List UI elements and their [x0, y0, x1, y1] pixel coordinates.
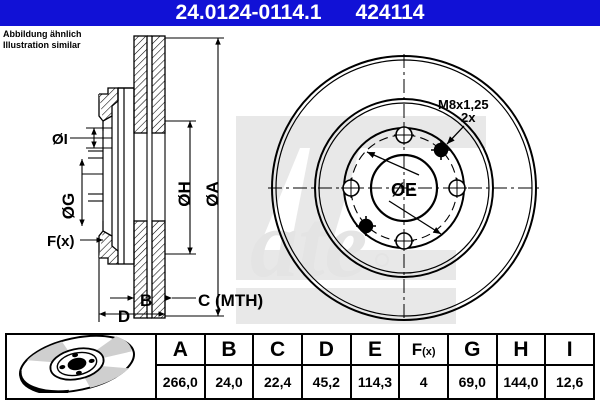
hub-hat-profile — [98, 87, 135, 265]
spec-table: A B C D E F(x) G H I 266,0 24,0 22,4 45,… — [5, 332, 595, 400]
dim-dia-e-label: ØE — [391, 180, 417, 200]
spec-value-G: 69,0 — [446, 364, 498, 400]
spec-header-B: B — [203, 332, 255, 367]
dim-d-label: D — [118, 307, 130, 326]
dim-f-x-label: F(x) — [47, 233, 75, 250]
bolt-hole — [394, 231, 414, 251]
dim-f-x: F(x) — [47, 233, 103, 250]
illustration-note-de: Abbildung ähnlich — [3, 29, 82, 39]
dim-dia-a: ØA — [165, 37, 224, 317]
dim-dia-i-label: ØI — [52, 131, 68, 148]
dim-dia-g: ØG — [59, 159, 103, 226]
dim-c-label: C (MTH) — [198, 291, 263, 310]
friction-ring-lower — [133, 220, 166, 319]
spec-table-wrapper: A B C D E F(x) G H I 266,0 24,0 22,4 45,… — [5, 332, 595, 400]
disc-thumbnail-cell — [5, 333, 157, 400]
technical-drawing: ate — [0, 26, 600, 326]
dim-dia-e — [366, 151, 442, 235]
spec-header-E: E — [349, 332, 401, 367]
section-dimensions: ØI ØG F(x) ØH — [47, 37, 263, 326]
part-number: 24.0124-0114.1 — [175, 1, 322, 24]
threaded-hole — [431, 140, 451, 160]
dim-dia-g-label: ØG — [59, 193, 78, 219]
outer-diameter-circle — [271, 55, 537, 321]
outer-diameter-circle-inner — [275, 59, 533, 317]
bolt-hole — [447, 178, 467, 198]
brake-disc-thumbnail-icon — [19, 334, 135, 396]
spec-header-H: H — [495, 332, 547, 367]
spec-header-Fx: F(x) — [398, 332, 449, 367]
bolt-holes — [341, 125, 467, 251]
dim-dia-i: ØI — [52, 127, 112, 149]
spec-value-A: 266,0 — [155, 364, 206, 400]
spec-header-C: C — [252, 332, 303, 367]
spec-header-A: A — [155, 332, 206, 367]
dim-b-label: B — [140, 291, 152, 310]
header-banner: 24.0124-0114.1 424114 — [0, 0, 600, 26]
bolt-hole — [341, 178, 361, 198]
spec-value-I: 12,6 — [544, 364, 595, 400]
spec-value-E: 114,3 — [349, 364, 401, 400]
friction-ring-circle-inner — [318, 102, 490, 274]
spec-table-value-row: 266,0 24,0 22,4 45,2 114,3 4 69,0 144,0 … — [6, 364, 595, 400]
illustration-note-en: Illustration similar — [3, 40, 81, 50]
spec-value-B: 24,0 — [203, 364, 255, 400]
ate-watermark-text: ate — [250, 190, 367, 297]
spec-value-Fx: 4 — [398, 364, 449, 400]
spec-header-I: I — [544, 332, 595, 367]
ate-watermark: ate — [236, 116, 486, 324]
friction-ring-upper — [133, 35, 166, 134]
spec-header-Fx-sub: (x) — [422, 345, 436, 358]
friction-ring-circle — [314, 98, 494, 278]
spec-header-G: G — [446, 332, 498, 367]
cross-section-view — [88, 35, 166, 319]
dim-dia-h-label: ØH — [175, 181, 194, 207]
spec-value-H: 144,0 — [495, 364, 547, 400]
dim-c: C (MTH) — [165, 291, 263, 310]
threaded-hole — [356, 216, 376, 236]
thread-spec-label: M8x1,25 — [438, 97, 489, 112]
spec-header-Fx-main: F — [411, 339, 423, 359]
dim-dia-a-label: ØA — [203, 181, 222, 207]
center-bore-circle — [369, 153, 439, 223]
illustration-note: Abbildung ähnlich Illustration similar — [3, 29, 82, 51]
face-view: M8x1,25 2x ØE — [268, 54, 540, 322]
center-bore-steps — [88, 150, 103, 202]
thread-callout — [446, 125, 465, 145]
article-number: 424114 — [355, 1, 425, 24]
spec-value-C: 22,4 — [252, 364, 303, 400]
spec-table-header-row: A B C D E F(x) G H I — [5, 332, 595, 400]
dim-dia-h: ØH — [165, 120, 196, 255]
spec-header-D: D — [300, 332, 352, 367]
dim-d: D — [98, 258, 165, 326]
thread-count-label: 2x — [461, 110, 476, 125]
spec-value-D: 45,2 — [300, 364, 352, 400]
bolt-hole — [394, 125, 414, 145]
threaded-holes — [356, 140, 451, 236]
vent-lines — [133, 133, 166, 221]
